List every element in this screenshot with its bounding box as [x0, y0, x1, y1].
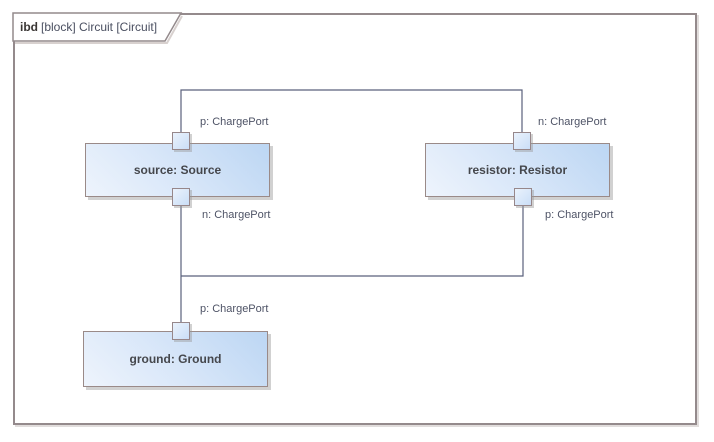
connector-source-n-resistor-p[interactable]	[181, 205, 524, 277]
port-label-resistor-p[interactable]: p: ChargePort	[545, 209, 614, 221]
port-resistor-p[interactable]	[514, 188, 532, 206]
port-label-ground-p[interactable]: p: ChargePort	[200, 303, 269, 315]
frame-title: [block] Circuit [Circuit]	[41, 20, 158, 34]
block-resistor-label: resistor: Resistor	[467, 163, 568, 177]
connector-source-p-resistor-n[interactable]	[180, 89, 523, 133]
port-source-n[interactable]	[172, 188, 190, 206]
port-label-resistor-n[interactable]: n: ChargePort	[538, 116, 607, 128]
port-resistor-n[interactable]	[513, 132, 531, 150]
block-source-label: source: Source	[133, 163, 222, 177]
port-label-source-p[interactable]: p: ChargePort	[200, 116, 269, 128]
port-label-source-n[interactable]: n: ChargePort	[202, 209, 271, 221]
port-ground-p[interactable]	[172, 322, 190, 340]
block-ground-label: ground: Ground	[129, 352, 222, 366]
frame-tab-label: ibd[block] Circuit [Circuit]	[20, 20, 157, 34]
port-source-p[interactable]	[172, 132, 190, 150]
frame-keyword: ibd	[20, 20, 38, 34]
